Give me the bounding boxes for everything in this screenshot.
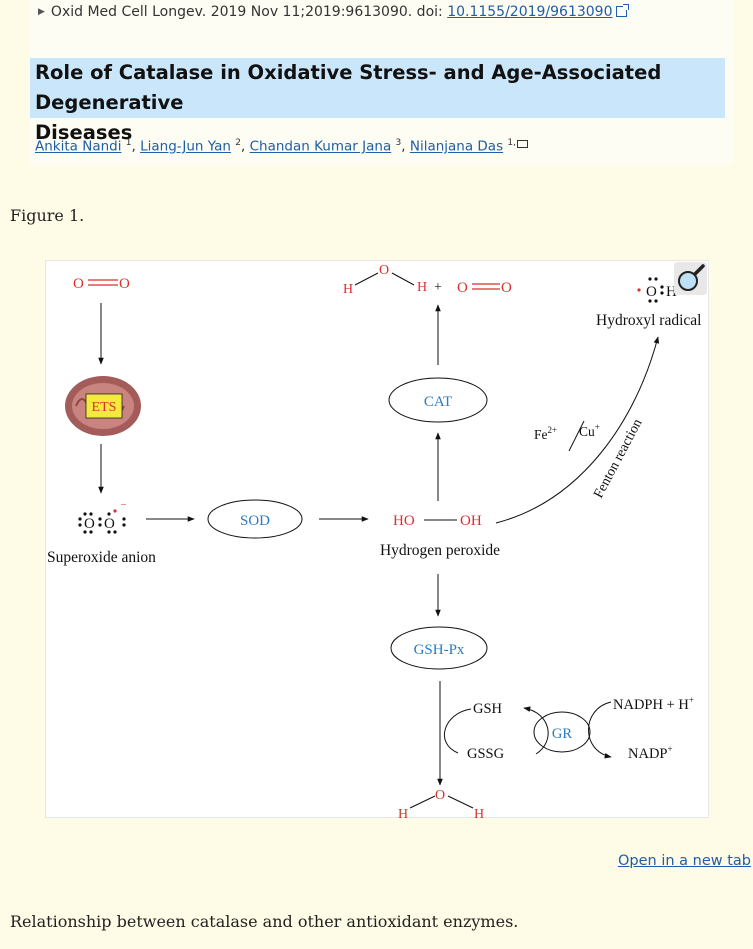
doi-link[interactable]: 10.1155/2019/9613090 xyxy=(447,4,613,20)
superoxide-structure: O – O xyxy=(78,499,127,534)
affiliation-number: 1 xyxy=(125,138,132,148)
gsh-label: GSH xyxy=(473,701,503,717)
svg-text:Fe2+: Fe2+ xyxy=(534,425,557,442)
oh-group: OH xyxy=(460,513,482,529)
gsh-px-enzyme: GSH-Px xyxy=(390,626,488,670)
gsh-px-label: GSH-Px xyxy=(414,642,465,658)
svg-text:–: – xyxy=(120,499,127,510)
svg-text:H: H xyxy=(417,280,427,295)
hydroxyl-radical-label: Hydroxyl radical xyxy=(596,312,701,329)
citation-date: . 2019 Nov 11;2019:9613090. doi: xyxy=(201,4,448,20)
svg-text:O: O xyxy=(379,263,389,278)
o2-right-atom: O xyxy=(119,276,130,292)
sod-enzyme: SOD xyxy=(207,499,303,539)
affiliation-number: 1, xyxy=(507,138,517,148)
svg-text:H: H xyxy=(398,807,408,819)
hydroxyl-radical-structure: O H xyxy=(637,277,677,303)
nadp-label: NADP+ xyxy=(628,744,673,762)
svg-text:H: H xyxy=(474,807,484,819)
svg-text:+: + xyxy=(434,280,442,295)
svg-text:O: O xyxy=(646,284,657,300)
author-link[interactable]: Ankita Nandi xyxy=(35,138,122,155)
svg-text:O: O xyxy=(84,516,95,532)
open-in-new-tab-link[interactable]: Open in a new tab xyxy=(618,853,752,869)
zoom-button[interactable] xyxy=(674,262,707,295)
ets-label: ETS xyxy=(92,400,117,415)
svg-text:Cu+: Cu+ xyxy=(579,422,600,439)
svg-text:O: O xyxy=(457,280,468,296)
gr-label: GR xyxy=(552,726,572,742)
oxygen-molecule: O O xyxy=(73,276,130,292)
figure-image[interactable]: O O ETS O – O Superoxide anion SOD HO xyxy=(45,260,709,819)
external-link-icon xyxy=(615,4,629,17)
journal-name: Oxid Med Cell Longev xyxy=(50,4,202,20)
o2-left-atom: O xyxy=(73,276,84,292)
metal-ions: Fe2+ Cu+ xyxy=(534,420,600,452)
expand-triangle-icon[interactable]: ▶ xyxy=(38,7,45,17)
author-list: Ankita Nandi 1, Liang-Jun Yan 2, Chandan… xyxy=(35,138,529,155)
svg-text:O: O xyxy=(435,788,445,803)
figure-label: Figure 1. xyxy=(10,206,85,225)
title-line-2: Diseases xyxy=(35,121,133,144)
author-link[interactable]: Chandan Kumar Jana xyxy=(249,138,392,155)
gr-enzyme: GR xyxy=(533,711,591,753)
svg-text:O: O xyxy=(501,280,512,296)
svg-text:O: O xyxy=(104,516,115,532)
mail-icon[interactable] xyxy=(517,139,529,148)
water-product-bottom: H O H xyxy=(398,788,484,819)
affiliation-number: 3 xyxy=(395,138,402,148)
magnifier-icon xyxy=(678,264,705,291)
mitochondrion-icon: ETS xyxy=(65,376,141,436)
citation-line: ▶ Oxid Med Cell Longev. 2019 Nov 11;2019:… xyxy=(38,4,629,20)
svg-text:H: H xyxy=(343,282,353,297)
ho-group: HO xyxy=(393,513,415,529)
gssg-label: GSSG xyxy=(467,746,505,762)
sod-label: SOD xyxy=(240,513,270,529)
hydrogen-peroxide-structure: HO OH xyxy=(393,513,482,529)
cat-enzyme: CAT xyxy=(388,377,488,423)
title-line-1: Role of Catalase in Oxidative Stress- an… xyxy=(35,61,662,114)
superoxide-anion-label: Superoxide anion xyxy=(47,549,156,566)
water-and-oxygen-products: H O H + O O xyxy=(343,263,512,297)
author-link[interactable]: Nilanjana Das xyxy=(409,138,504,155)
article-title: Role of Catalase in Oxidative Stress- an… xyxy=(30,58,725,144)
hydrogen-peroxide-label: Hydrogen peroxide xyxy=(380,542,500,559)
cat-label: CAT xyxy=(424,394,452,410)
author-link[interactable]: Liang-Jun Yan xyxy=(140,138,231,155)
svg-text:H: H xyxy=(666,284,677,300)
figure-caption: Relationship between catalase and other … xyxy=(10,912,519,931)
nadph-label: NADPH + H+ xyxy=(613,695,694,713)
affiliation-number: 2 xyxy=(235,138,242,148)
